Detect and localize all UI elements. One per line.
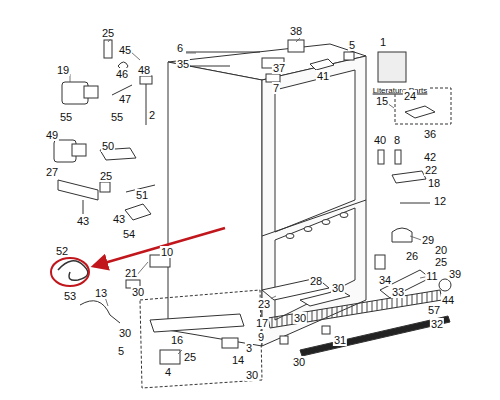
callout-number: 6 [176,42,184,54]
callout-number: 8 [393,134,401,146]
callout-number: 39 [448,268,462,280]
callout-number: 26 [405,250,419,262]
callout-number: 9 [257,331,265,343]
callout-number: 50 [101,140,115,152]
hinge-group [140,290,262,388]
callout-number: 25 [183,351,197,363]
callout-number: 25 [434,256,448,268]
cabinet-front [168,62,262,346]
callout-number: 16 [170,334,184,346]
callout-number: 52 [55,245,69,257]
callout-number: 4 [164,366,172,378]
callout-number: 18 [427,177,441,189]
callout-number: 31 [333,334,347,346]
callout-number: 19 [56,64,70,76]
callout-number: 13 [94,287,108,299]
callout-number: 22 [424,164,438,176]
callout-number: 55 [110,111,124,123]
callout-number: 30 [131,286,145,298]
seal-strip [300,316,450,356]
cabinet-side [262,56,366,346]
callout-number: 10 [160,246,174,258]
callout-number: 17 [255,317,269,329]
literature-label: Literature Parts [372,86,429,95]
callout-number: 20 [434,244,448,256]
callout-number: 23 [257,298,271,310]
callout-number: 53 [63,290,77,302]
callout-number: 32 [430,318,444,330]
callout-number: 43 [112,213,126,225]
highlight-circle [51,258,89,286]
callout-number: 5 [117,345,125,357]
callout-number: 25 [99,170,113,182]
callout-number: 35 [176,58,190,70]
callout-number: 2 [148,109,156,121]
callout-number: 21 [124,267,138,279]
callout-number: 1 [379,36,387,48]
callout-number: 47 [118,93,132,105]
callout-number: 34 [378,274,392,286]
callout-number: 14 [231,354,245,366]
callout-number: 3 [245,342,253,354]
callout-number: 25 [101,27,115,39]
callout-number: 5 [348,39,356,51]
callout-number: 42 [423,151,437,163]
callout-number: 33 [391,286,405,298]
callout-number: 54 [122,228,136,240]
callout-number: 30 [118,327,132,339]
callout-number: 46 [115,68,129,80]
callout-number: 40 [373,134,387,146]
callout-number: 28 [309,275,323,287]
literature-booklet [378,52,406,82]
callout-number: 48 [137,64,151,76]
callout-number: 57 [427,304,441,316]
callout-number: 45 [118,44,132,56]
wire-harness [58,261,88,280]
callout-number: 12 [433,195,447,207]
callout-number: 55 [59,111,73,123]
callout-number: 37 [272,62,286,74]
callout-number: 30 [245,369,259,381]
callout-number: 30 [293,312,307,324]
callout-number: 38 [289,25,303,37]
callout-number: 27 [45,166,59,178]
callout-number: 36 [423,128,437,140]
callout-number: 41 [316,70,330,82]
callout-number: 51 [135,189,149,201]
callout-number: 30 [331,282,345,294]
highlight-arrow [94,228,225,266]
callout-number: 30 [292,356,306,368]
callout-number: 44 [441,294,455,306]
callout-number: 24 [403,90,417,102]
callout-number: 11 [425,270,438,282]
callout-number: 49 [45,129,59,141]
callout-number: 15 [375,95,389,107]
callout-number: 43 [76,215,90,227]
callout-number: 7 [272,82,280,94]
